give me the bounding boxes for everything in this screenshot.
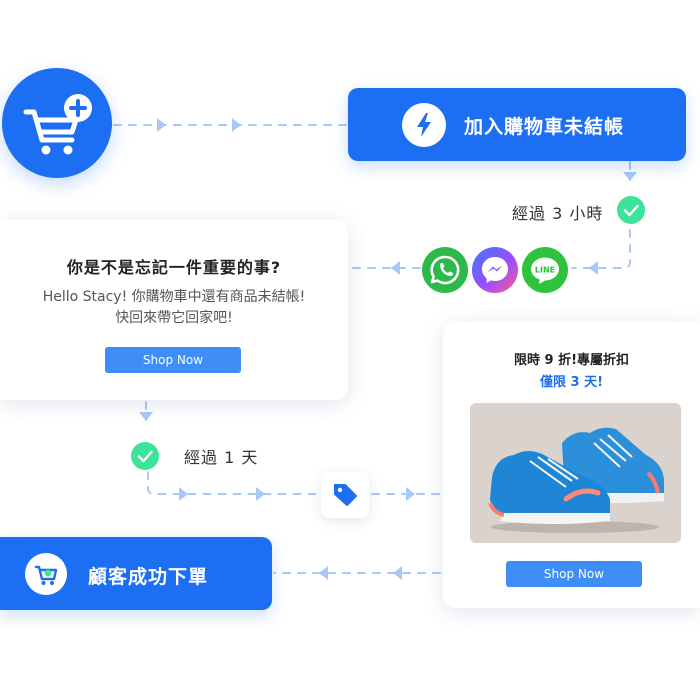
line-text: LINE [535,266,555,275]
shop-now-button[interactable]: Shop Now [105,347,241,373]
order-placed-card: 顧客成功下單 [0,537,272,610]
arrow-left [319,566,328,580]
lightning-badge [402,103,446,147]
shop-now-button[interactable]: Shop Now [506,561,642,587]
offer-headline: 限時 9 折!專屬折扣 [513,353,630,368]
discount-tag-box [321,472,369,518]
arrow-right [179,487,188,501]
messenger-badge [472,247,518,293]
wait-3-hours-label: 經過 3 小時 [512,204,604,223]
lightning-icon [417,113,431,137]
sneakers-image [488,427,664,533]
reminder-body: Hello Stacy! 你購物車中還有商品未結帳! 快回來帶它回家吧! [0,287,348,329]
cart-badge [25,553,67,595]
line-icon: LINE [531,257,559,284]
arrow-right [406,487,415,501]
reminder-title: 你是不是忘記一件重要的事? [66,258,282,277]
arrow-down [139,412,153,421]
discount-offer-card: 限時 9 折!專屬折扣 僅限 3 天! Shop Now [443,322,700,608]
whatsapp-icon [430,255,460,285]
connector-wait-to-channels [571,229,631,269]
line-badge: LINE [522,247,568,293]
cart-plus-icon [23,94,92,155]
arrow-right [256,487,265,501]
offer-deadline: 僅限 3 天! [539,375,604,390]
add-to-cart-card: 加入購物車未結帳 [348,88,686,161]
arrow-right [232,118,241,132]
arrow-left [391,261,400,275]
connector-wait-to-tag [147,471,319,495]
wait-1-day-label: 經過 1 天 [184,448,259,467]
whatsapp-badge [422,247,468,293]
arrow-down [623,172,637,181]
reminder-message-card: 你是不是忘記一件重要的事? Hello Stacy! 你購物車中還有商品未結帳!… [0,220,348,400]
price-tag-icon [334,484,357,506]
add-to-cart-circle [2,68,112,178]
reminder-body-line: Hello Stacy! 你購物車中還有商品未結帳! [42,289,306,305]
check-circle-icon [131,442,159,470]
messenger-icon [482,257,508,283]
check-circle-icon [617,196,645,224]
arrow-left [589,261,598,275]
order-placed-label: 顧客成功下單 [88,566,209,588]
add-to-cart-label: 加入購物車未結帳 [464,116,625,138]
arrow-left [393,566,402,580]
arrow-right [157,118,166,132]
shopping-cart-icon [34,565,58,585]
reminder-body-line: 快回來帶它回家吧! [115,310,233,326]
sneakers-photo [470,403,681,543]
